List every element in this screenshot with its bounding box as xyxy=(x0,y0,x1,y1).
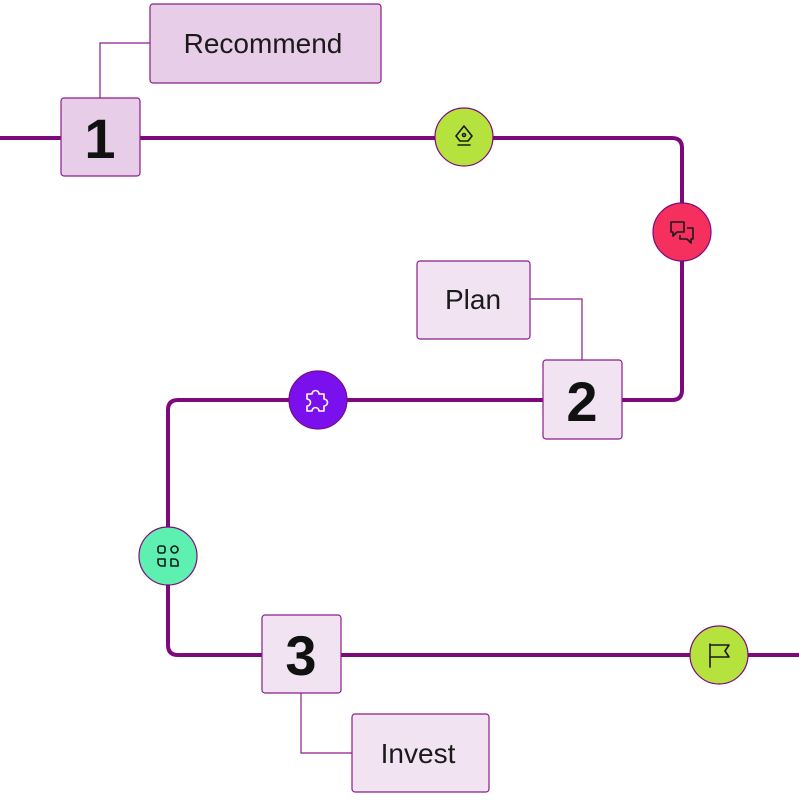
label-box-recommend: Recommend xyxy=(149,3,382,84)
step-number-3: 3 xyxy=(285,624,316,687)
label-recommend: Recommend xyxy=(184,28,343,59)
connector-recommend xyxy=(99,42,150,98)
label-invest: Invest xyxy=(381,738,456,769)
chat-bubbles-icon xyxy=(670,221,694,244)
label-box-invest: Invest xyxy=(351,713,490,793)
connector-invest xyxy=(300,693,352,754)
step-box-2: 2 xyxy=(542,359,623,440)
roadmap-path xyxy=(0,136,799,657)
pen-nib-icon xyxy=(455,125,473,146)
milestone-flag xyxy=(689,625,749,685)
milestone-pen xyxy=(434,107,494,167)
step-number-1: 1 xyxy=(84,107,115,170)
milestone-puzzle xyxy=(288,370,348,430)
label-plan: Plan xyxy=(445,284,501,315)
step-box-1: 1 xyxy=(60,97,141,177)
grid-shapes-icon xyxy=(157,545,179,567)
step-box-3: 3 xyxy=(261,614,342,694)
puzzle-piece-icon xyxy=(306,389,329,412)
flag-icon xyxy=(709,643,730,668)
milestone-grid xyxy=(138,526,198,586)
label-box-plan: Plan xyxy=(416,260,531,340)
step-number-2: 2 xyxy=(566,370,597,433)
milestone-chat xyxy=(652,202,712,262)
connector-plan xyxy=(530,298,583,360)
